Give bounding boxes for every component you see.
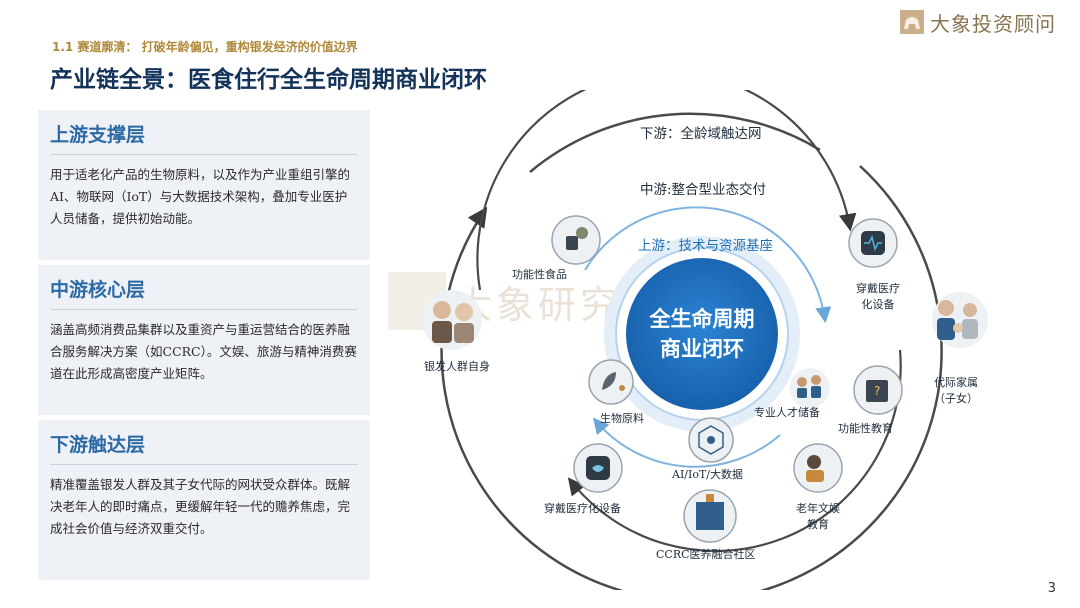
page-title: 产业链全景：医食住行全生命周期商业闭环 (50, 67, 487, 93)
center-circle (626, 258, 778, 410)
outer-ring-label: 下游：全龄域触达网 (640, 126, 762, 142)
watch-bottom-icon (573, 443, 623, 493)
node-wearable-bottom: 穿戴医疗化设备 (544, 502, 621, 515)
elderly-couple-icon (422, 290, 482, 350)
downstream-title: 下游触达层 (50, 434, 146, 456)
smartwatch-icon (848, 218, 898, 268)
inner-ring (584, 206, 832, 324)
inner-ring-lower (592, 417, 781, 468)
downstream-body: 精准覆盖银发人群及其子女代际的网状受众群体。既解决老年人的即时痛点，更缓解年轻一… (50, 477, 351, 536)
center-label: 全生命周期 商业闭环 (649, 306, 755, 361)
upstream-panel: 上游支撑层 用于适老化产品的生物原料，以及作为产业重组引擎的AI、物联网（IoT… (38, 110, 370, 260)
divider (50, 154, 358, 155)
middle-ring-label: 中游:整合型业态交付 (640, 182, 767, 198)
divider (50, 309, 358, 310)
entertainment-icon (793, 443, 843, 493)
midstream-body: 涵盖高频消费品集群以及重资产与重运营结合的医养融合服务解决方案（如CCRC）。文… (50, 322, 357, 381)
network-icon (688, 417, 734, 463)
downstream-panel: 下游触达层 精准覆盖银发人群及其子女代际的网状受众群体。既解决老年人的即时痛点，… (38, 420, 370, 580)
divider (50, 464, 358, 465)
elephant-logo-icon (900, 10, 924, 34)
svg-text:?: ? (874, 384, 880, 398)
node-ccrc: CCRC医养融合社区 (656, 548, 756, 561)
bio-molecule-icon (588, 359, 634, 405)
industry-chain-diagram: ? 全生命周期 商业闭环 下游：全龄域触达网 中游:整合型业态交付 上游：技术与… (380, 90, 1000, 590)
ring-diagram: ? (422, 90, 988, 590)
node-functional-food: 功能性食品 (512, 268, 567, 281)
functional-food-icon (551, 215, 601, 265)
node-professional: 专业人才储备 (754, 406, 820, 419)
midstream-title: 中游核心层 (50, 279, 146, 301)
middle-ring (476, 90, 857, 291)
professional-team-icon (790, 368, 830, 408)
node-wearable-top: 穿戴医疗 化设备 (856, 282, 900, 311)
inner-ring-label: 上游：技术与资源基座 (638, 238, 773, 254)
brand-logo: 大象投资顾问 (900, 6, 1070, 38)
book-question-icon: ? (853, 365, 903, 415)
node-ai-iot: AI/IoT/大数据 (672, 468, 744, 481)
node-bio-material: 生物原料 (600, 412, 644, 425)
middle-ring-lower (567, 349, 902, 553)
midstream-panel: 中游核心层 涵盖高频消费品集群以及重资产与重运营结合的医养融合服务解决方案（如C… (38, 265, 370, 415)
upstream-title: 上游支撑层 (50, 124, 146, 146)
family-icon (932, 292, 988, 348)
upstream-body: 用于适老化产品的生物原料，以及作为产业重组引擎的AI、物联网（IoT）与大数据技… (50, 167, 351, 226)
ccrc-building-icon (683, 489, 737, 543)
page-number: 3 (1047, 581, 1056, 596)
node-silver-group: 银发人群自身 (424, 360, 490, 373)
brand-name: 大象投资顾问 (930, 11, 1056, 36)
node-functional-edu: 功能性教育 (838, 422, 893, 435)
outer-ring-top (529, 112, 821, 173)
node-family: 代际家属 （子女） (934, 376, 978, 405)
node-senior-edu: 老年文娱 教育 (796, 502, 840, 531)
section-subtitle: 1.1 赛道廓清： 打破年龄偏见，重构银发经济的价值边界 (52, 40, 358, 54)
